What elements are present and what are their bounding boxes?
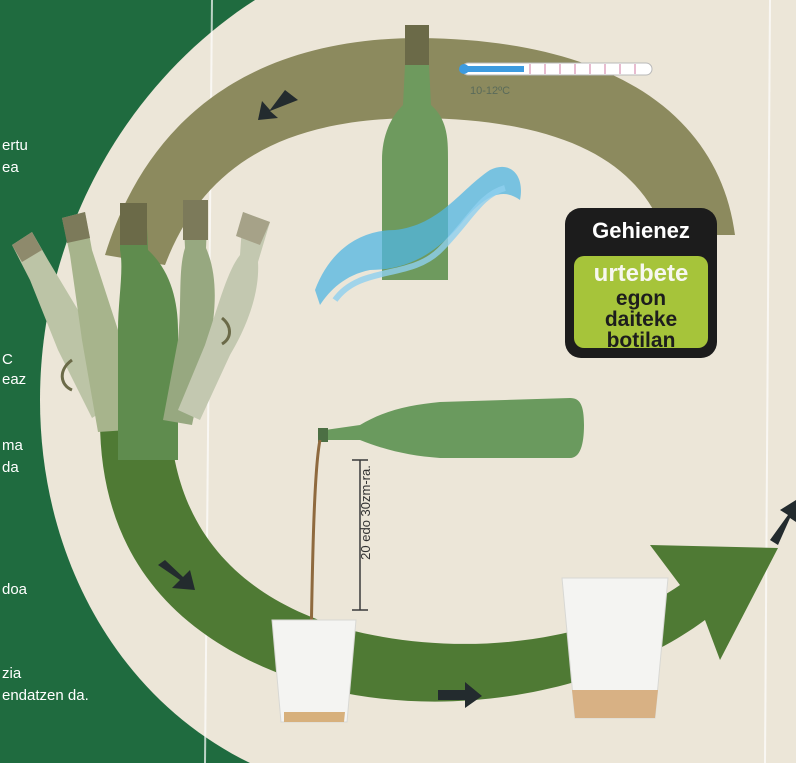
glass-served <box>562 578 668 718</box>
left-text-doa: doa <box>2 580 27 599</box>
left-text-ma: ma <box>2 436 23 455</box>
pour-height-label: 20 edo 30zm-ra. <box>358 465 373 560</box>
badge-line-egon: egon <box>574 288 708 309</box>
glass-pouring <box>272 620 356 722</box>
badge-line-botilan: botilan <box>574 330 708 351</box>
left-text-da: da <box>2 458 19 477</box>
left-text-zia: zia <box>2 664 21 683</box>
left-text-eaz: eaz <box>2 370 26 389</box>
left-text-ertu: ertu <box>2 136 28 155</box>
left-text-endatzen: endatzen da. <box>2 686 89 705</box>
left-text-c: C <box>2 350 13 369</box>
badge-line-urtebete: urtebete <box>574 260 708 288</box>
badge-line-daiteke: daiteke <box>574 309 708 330</box>
thermometer-icon <box>459 63 652 75</box>
storage-badge: Gehienez urtebete egon daiteke botilan <box>565 208 717 358</box>
badge-title: Gehienez <box>565 218 717 244</box>
temperature-label: 10-12ºC <box>470 85 510 97</box>
badge-message: urtebete egon daiteke botilan <box>574 256 708 348</box>
left-text-ea: ea <box>2 158 19 177</box>
